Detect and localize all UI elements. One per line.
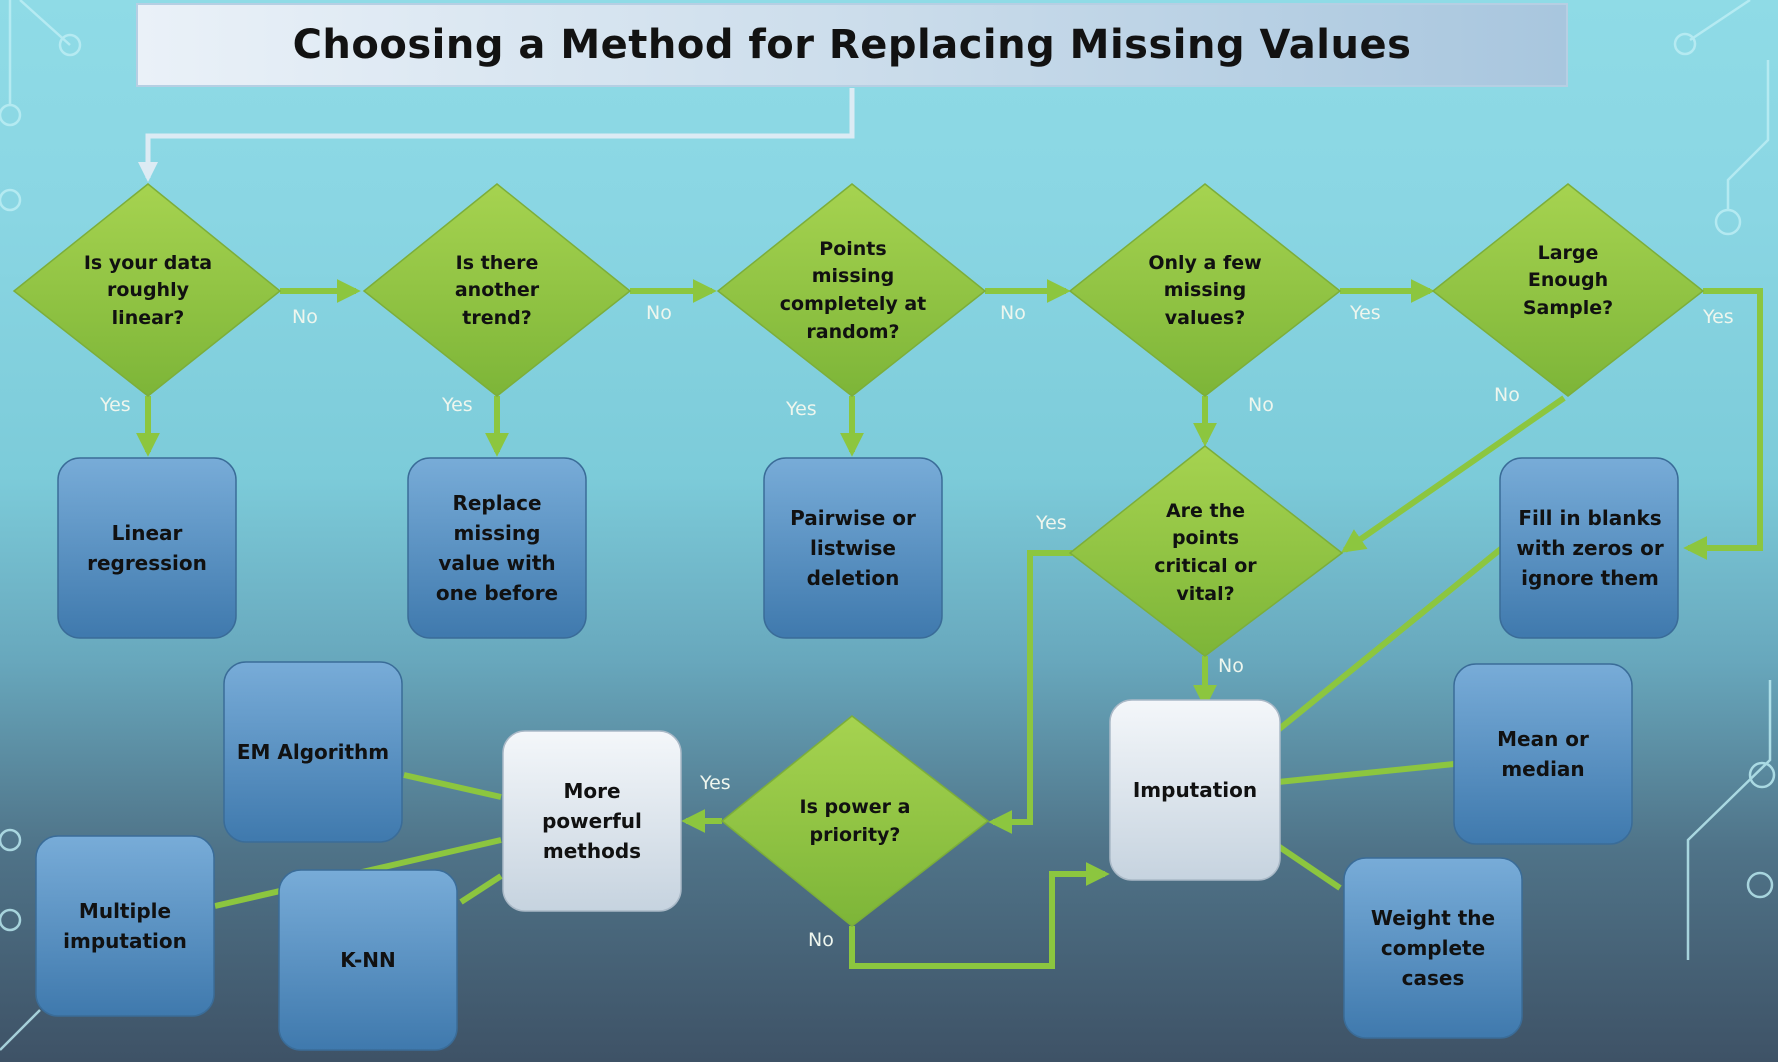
label-q-power: Is power a priority?	[799, 796, 911, 846]
edge-label-yes: Yes	[442, 394, 473, 416]
box-replace	[407, 457, 587, 639]
diamond-linear	[12, 183, 282, 397]
edge-label-no: No	[808, 929, 834, 951]
box-pairwise	[763, 457, 943, 639]
title-banner: Choosing a Method for Replacing Missing …	[136, 3, 1568, 87]
label-replace: Replace missing value with one before	[435, 491, 559, 605]
diamond-few	[1068, 183, 1342, 397]
edge-label-yes: Yes	[1350, 302, 1381, 324]
edge-label-no: No	[1494, 384, 1520, 406]
label-weight: Weight the complete cases	[1370, 906, 1496, 990]
label-fill: Fill in blanks with zeros or ignore them	[1516, 506, 1664, 590]
label-q-sample: Large Enough Sample?	[1522, 241, 1614, 319]
label-q-few: Only a few missing values?	[1148, 251, 1262, 329]
result-boxes	[35, 457, 1679, 1051]
edge-label-no: No	[292, 306, 318, 328]
box-linear-regression	[57, 457, 237, 639]
box-mean	[1453, 663, 1633, 845]
diamond-trend	[362, 183, 632, 397]
diamond-critical	[1068, 445, 1344, 657]
label-q-critical: Are the points critical or vital?	[1154, 499, 1257, 605]
diamond-sample	[1431, 183, 1705, 397]
title-connector	[138, 88, 855, 182]
box-multiple	[35, 835, 215, 1017]
edge-label-yes: Yes	[1036, 512, 1067, 534]
label-multiple: Multiple imputation	[63, 899, 187, 953]
arrows	[136, 279, 1763, 969]
box-more-powerful	[502, 730, 682, 912]
page-title: Choosing a Method for Replacing Missing …	[292, 22, 1412, 68]
edge-label-yes: Yes	[100, 394, 131, 416]
box-imputation	[1109, 699, 1281, 881]
edge-label-no: No	[1218, 655, 1244, 677]
edge-label-no: No	[1248, 394, 1274, 416]
box-em	[223, 661, 403, 843]
box-weight	[1343, 857, 1523, 1039]
edge-label-yes: Yes	[786, 398, 817, 420]
label-q-random: Points missing completely at random?	[779, 237, 927, 343]
box-fill	[1499, 457, 1679, 639]
label-mean: Mean or median	[1497, 727, 1589, 781]
label-more-powerful: More powerful methods	[542, 779, 642, 863]
label-em: EM Algorithm	[236, 740, 390, 764]
edge-label-no: No	[1000, 302, 1026, 324]
edge-label-yes: Yes	[1703, 306, 1734, 328]
decision-diamonds	[12, 183, 1705, 927]
edge-label-no: No	[646, 302, 672, 324]
box-knn	[278, 869, 458, 1051]
label-knn: K-NN	[340, 948, 396, 972]
edge-label-yes: Yes	[700, 772, 731, 794]
diamond-random	[716, 183, 987, 397]
label-q-trend: Is there another trend?	[454, 251, 540, 329]
label-pairwise: Pairwise or listwise deletion	[790, 506, 916, 590]
label-linear-regression: Linear regression	[87, 521, 207, 575]
label-q-linear: Is your data roughly linear?	[83, 251, 213, 329]
label-imputation: Imputation	[1132, 778, 1258, 802]
diamond-power	[720, 715, 990, 927]
